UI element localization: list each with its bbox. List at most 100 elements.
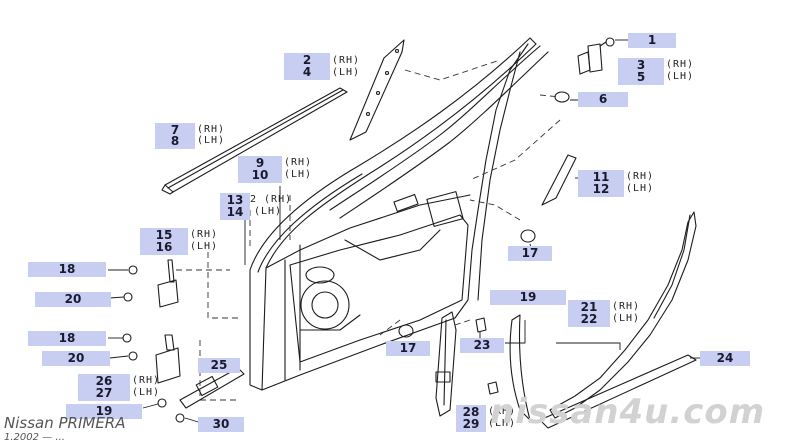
callout-6-number: 6 [598,92,608,106]
callout-7-side: (RH) [197,124,226,135]
callout-8-side: (LH) [197,135,226,146]
door-weatherstrip-drawing [509,211,697,421]
callout-20b[interactable]: 20 [42,351,110,366]
door-shell-drawing [249,37,549,391]
callout-15-side: (RH) [190,229,219,240]
callout-13-side: 2 (RH) [250,194,293,205]
callout-22-side: (LH) [612,313,641,324]
callout-21-side: (RH) [612,301,641,312]
callout-28-number: 28 [462,405,480,419]
callout-9-number: 9 [255,156,265,170]
callout-29-number: 29 [462,417,480,431]
callout-2[interactable]: 2 [284,53,330,68]
callout-9-side: (RH) [284,157,313,168]
grommet-6-drawing [554,91,570,103]
callout-17b-number: 17 [399,341,417,355]
callout-10-side: (LH) [284,169,313,180]
grommet-17b-drawing [398,324,414,338]
callout-10-number: 10 [251,168,269,182]
callout-22[interactable]: 22 [568,312,610,327]
callout-26-number: 26 [95,374,113,388]
callout-3[interactable]: 3 [618,58,664,73]
callout-11[interactable]: 11 [578,170,624,185]
callout-27-number: 27 [95,386,113,400]
callout-19b[interactable]: 19 [66,404,142,419]
callout-21[interactable]: 21 [568,300,610,315]
callout-28[interactable]: 28 [456,405,486,420]
callout-13[interactable]: 13 [220,193,250,208]
screw-drawing [487,381,499,395]
callout-3-number: 3 [636,58,646,72]
callout-12[interactable]: 12 [578,182,624,197]
callout-3-side: (RH) [666,59,695,70]
sash-channel-drawing [435,311,457,417]
callout-8[interactable]: 8 [155,134,195,149]
callout-18b[interactable]: 18 [28,331,106,346]
production-range: 1.2002 — ... [4,432,65,443]
callout-17b[interactable]: 17 [386,341,430,356]
belt-moulding-drawing [161,87,348,195]
callout-5[interactable]: 5 [618,70,664,85]
callout-5-side: (LH) [666,71,695,82]
callout-27-side: (LH) [132,387,161,398]
callout-12-side: (LH) [626,183,655,194]
callout-18b-number: 18 [58,331,76,345]
callout-19a-number: 19 [519,290,537,304]
callout-16-side: (LH) [190,241,219,252]
callout-12-number: 12 [592,182,610,196]
callout-6[interactable]: 6 [578,92,628,107]
callout-29-side: (LH) [488,418,517,429]
callout-24[interactable]: 24 [700,351,750,366]
callout-2-side: (RH) [332,55,361,66]
callout-19b-number: 19 [95,404,113,418]
callout-15-number: 15 [155,228,173,242]
callout-5-number: 5 [636,70,646,84]
callout-25-number: 25 [210,358,228,372]
callout-4-number: 4 [302,65,312,79]
callout-14[interactable]: 14 [220,205,250,220]
inner-panel-drawing [289,191,469,363]
site-watermark: nissan4u.com [490,392,766,432]
callout-1[interactable]: 1 [628,33,676,48]
callout-28-side: (RH) [488,406,517,417]
callout-11-side: (RH) [626,171,655,182]
callout-22-number: 22 [580,312,598,326]
callout-17a[interactable]: 17 [508,246,552,261]
callout-21-number: 21 [580,300,598,314]
callout-29[interactable]: 29 [456,417,486,432]
callout-18a[interactable]: 18 [28,262,106,277]
callout-15[interactable]: 15 [140,228,188,243]
upper-hinge-drawing [123,259,179,308]
lower-hinge-drawing [122,333,181,384]
callout-25[interactable]: 25 [198,358,240,373]
callout-30-number: 30 [212,417,230,431]
kicking-plate-drawing [539,354,697,429]
callout-26[interactable]: 26 [78,374,130,389]
callout-13-number: 13 [226,193,244,207]
callout-26-side: (RH) [132,375,161,386]
corner-cover-drawing [541,154,577,206]
callout-9[interactable]: 9 [238,156,282,171]
callout-19a[interactable]: 19 [490,290,566,305]
door-check-drawing [157,367,245,423]
callout-18a-number: 18 [58,262,76,276]
callout-20a[interactable]: 20 [35,292,111,307]
callout-2-number: 2 [302,53,312,67]
mirror-bracket-drawing [577,37,615,75]
callout-4[interactable]: 4 [284,65,330,80]
model-name: Nissan PRIMERA [4,414,126,432]
callout-30[interactable]: 30 [198,417,244,432]
callout-27[interactable]: 27 [78,386,130,401]
callout-14-number: 14 [226,205,244,219]
callout-16[interactable]: 16 [140,240,188,255]
callout-14-side: (LH) [254,206,283,217]
callout-10[interactable]: 10 [238,168,282,183]
callout-4-side: (LH) [332,67,361,78]
callout-16-number: 16 [155,240,173,254]
callout-24-number: 24 [716,351,734,365]
callout-17a-number: 17 [521,246,539,260]
callout-23[interactable]: 23 [460,338,504,353]
callout-20a-number: 20 [64,292,82,306]
callout-11-number: 11 [592,170,610,184]
